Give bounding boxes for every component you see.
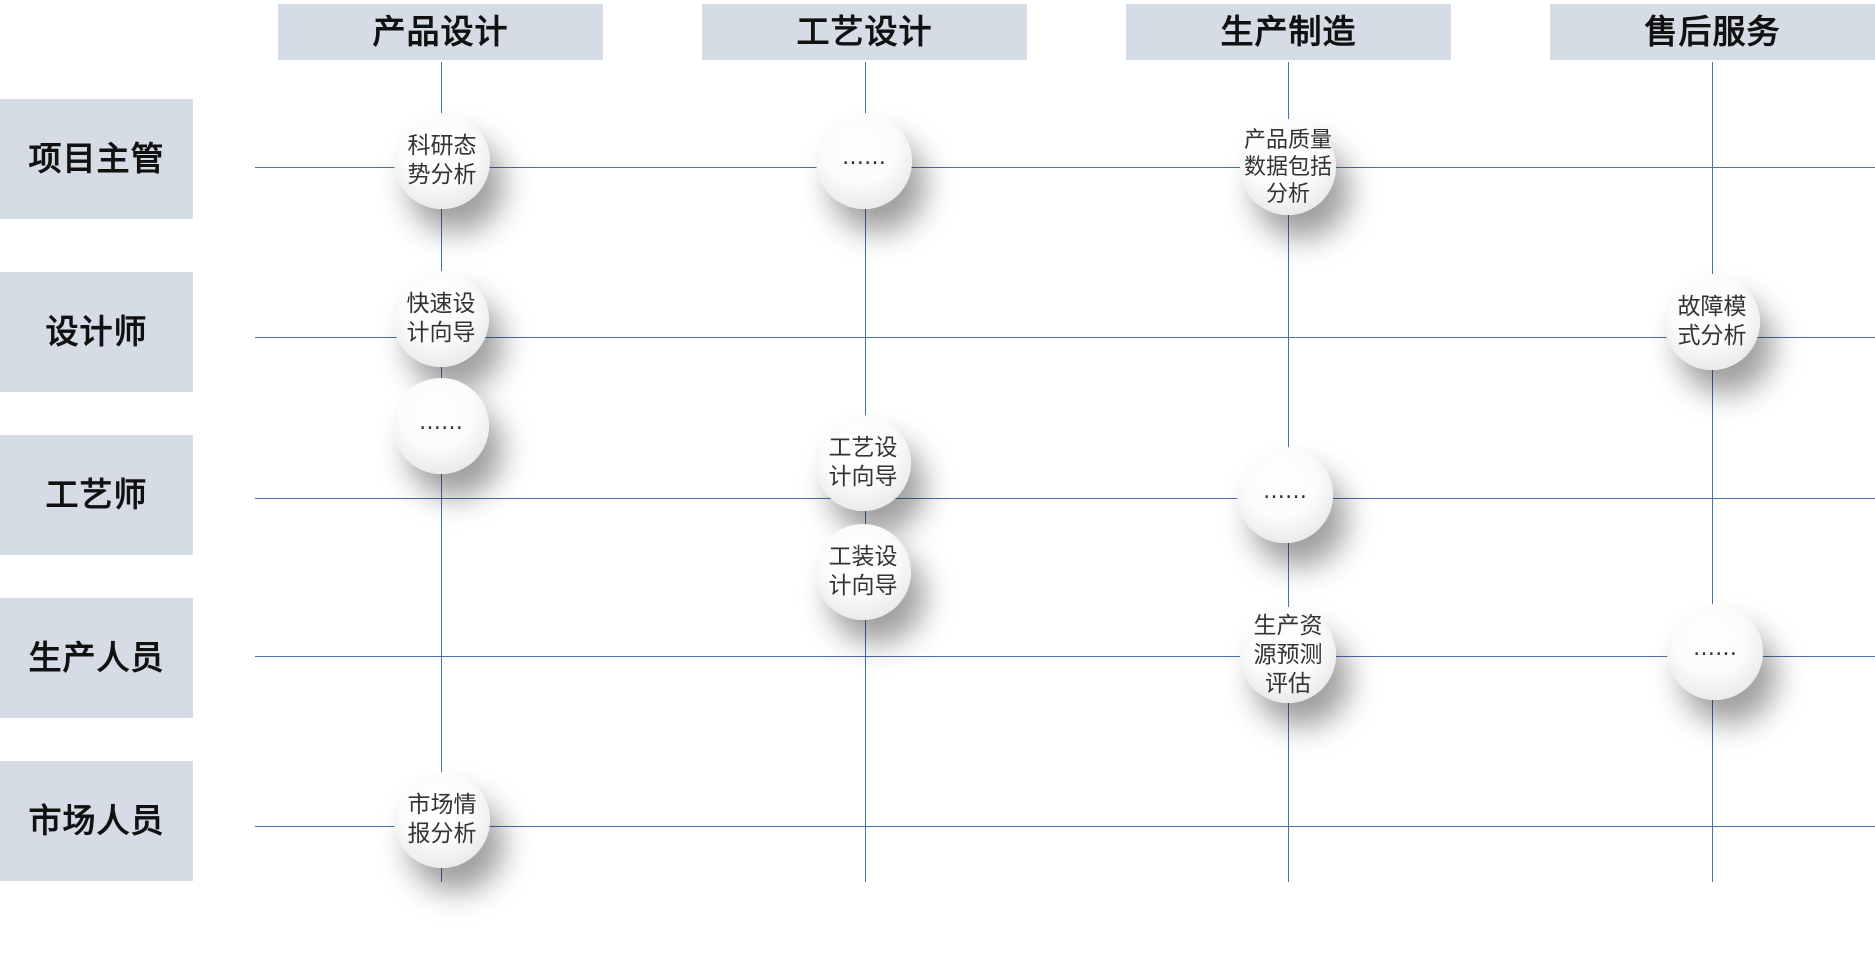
grid-line-row-project-manager <box>255 167 1875 168</box>
row-header-project-manager: 项目主管 <box>0 99 193 219</box>
node-label: 快速设计向导 <box>406 291 476 346</box>
node-rapid-design-wizard[interactable]: 快速设计向导 <box>393 271 489 367</box>
node-label: 工装设计向导 <box>828 544 898 599</box>
node-tooling-design-wizard[interactable]: 工装设计向导 <box>815 524 911 620</box>
grid-line-row-designer <box>255 337 1875 338</box>
node-product-design-more[interactable]: …… <box>393 378 489 474</box>
node-market-intelligence-analysis[interactable]: 市场情报分析 <box>394 772 490 868</box>
row-header-production-staff: 生产人员 <box>0 598 193 718</box>
node-label: 故障模式分析 <box>1677 294 1747 349</box>
node-failure-mode-analysis[interactable]: 故障模式分析 <box>1664 274 1760 370</box>
column-header-after-sales: 售后服务 <box>1550 4 1875 60</box>
grid-line-column-after-sales <box>1712 62 1713 882</box>
row-header-designer: 设计师 <box>0 272 193 392</box>
node-label: …… <box>1693 635 1737 661</box>
column-header-process-design: 工艺设计 <box>702 4 1027 60</box>
row-header-process-engineer: 工艺师 <box>0 435 193 555</box>
node-label: …… <box>1263 478 1307 504</box>
node-label: 科研态势分析 <box>407 133 477 188</box>
node-label: …… <box>842 144 886 170</box>
column-header-manufacturing: 生产制造 <box>1126 4 1451 60</box>
grid-line-row-marketing-staff <box>255 826 1875 827</box>
row-header-marketing-staff: 市场人员 <box>0 761 193 881</box>
node-production-resource-forecast[interactable]: 生产资源预测评估 <box>1240 607 1336 703</box>
node-process-design-more[interactable]: …… <box>816 113 912 209</box>
node-process-design-wizard[interactable]: 工艺设计向导 <box>815 415 911 511</box>
node-after-sales-more[interactable]: …… <box>1667 604 1763 700</box>
node-label: 工艺设计向导 <box>828 435 898 490</box>
column-header-product-design: 产品设计 <box>278 4 603 60</box>
node-label: 生产资源预测评估 <box>1253 612 1323 697</box>
node-label: …… <box>419 409 463 435</box>
node-research-trend-analysis[interactable]: 科研态势分析 <box>394 113 490 209</box>
grid-line-row-production-staff <box>255 656 1875 657</box>
node-label: 产品质量数据包括分析 <box>1243 127 1332 207</box>
grid-line-row-process-engineer <box>255 498 1875 499</box>
node-quality-data-analysis[interactable]: 产品质量数据包括分析 <box>1240 119 1336 215</box>
node-manufacturing-more[interactable]: …… <box>1237 447 1333 543</box>
node-label: 市场情报分析 <box>407 792 477 847</box>
